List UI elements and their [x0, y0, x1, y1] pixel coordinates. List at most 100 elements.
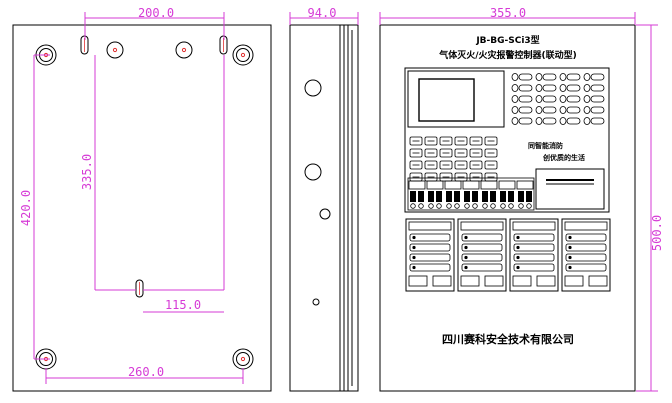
module-indicator-led [516, 255, 520, 260]
indicator-button [559, 95, 567, 103]
indicator-button [559, 73, 567, 81]
indicator-button [535, 84, 543, 92]
dim-text-bottom-offset: 115.0 [165, 298, 201, 312]
terminal-screw [410, 203, 416, 209]
module-switch-row [461, 233, 503, 242]
terminal-screw [500, 203, 506, 209]
terminal-connector [464, 191, 470, 202]
indicator-button [511, 106, 519, 114]
terminal-screw [464, 203, 470, 209]
indicator-button [583, 73, 591, 81]
indicator-label-slot [542, 73, 557, 81]
linkage-module [561, 218, 611, 292]
terminal-connector [436, 191, 442, 202]
terminal-header [516, 180, 534, 190]
indicator-label-slot [566, 95, 581, 103]
terminal-connector [490, 191, 496, 202]
keypad-key [454, 160, 468, 170]
back-view-bolts [35, 41, 254, 370]
indicator-label-slot [590, 95, 605, 103]
terminal-screw [508, 203, 514, 209]
terminal-connector [482, 191, 488, 202]
module-indicator-led [568, 265, 572, 270]
module-button-left [408, 275, 428, 287]
back-view-outline [12, 24, 272, 392]
module-indicator-led [464, 265, 468, 270]
module-button-right [536, 275, 556, 287]
dim-text-inner-height: 335.0 [80, 154, 94, 190]
indicator-label-slot [542, 106, 557, 114]
module-indicator-led [464, 245, 468, 250]
keypad-key [439, 148, 453, 158]
keypad-key [424, 160, 438, 170]
keypad-key [409, 136, 423, 146]
indicator-button [535, 106, 543, 114]
indicator-label-slot [542, 95, 557, 103]
dim-text-front-height: 500.0 [650, 215, 664, 251]
terminal-screw [490, 203, 496, 209]
module-indicator-led [412, 235, 416, 240]
terminal-header [498, 180, 516, 190]
module-label-bar [408, 221, 452, 231]
terminal-screw [446, 203, 452, 209]
terminal-frame [407, 177, 535, 211]
indicator-button [583, 106, 591, 114]
module-switch-row [513, 243, 555, 252]
indicator-label-slot [590, 106, 605, 114]
indicator-button [535, 117, 543, 125]
front-view [379, 24, 636, 392]
printer-housing [535, 168, 605, 210]
module-label-bar [512, 221, 556, 231]
dim-text-side-depth: 94.0 [308, 6, 337, 20]
module-switch-row [565, 233, 607, 242]
module-indicator-led [412, 265, 416, 270]
back-view [12, 24, 272, 392]
indicator-label-slot [518, 95, 533, 103]
module-switch-row [513, 253, 555, 262]
side-knockout-1 [304, 79, 322, 97]
module-indicator-led [568, 235, 572, 240]
module-indicator-led [516, 235, 520, 240]
module-indicator-led [568, 255, 572, 260]
keypad-key [454, 148, 468, 158]
indicator-button [511, 95, 519, 103]
hole-top-inner-left [106, 41, 124, 59]
panel-title-label: 气体灭火/火灾报警控制器(联动型) [438, 49, 577, 61]
indicator-button [583, 95, 591, 103]
module-switch-row [409, 253, 451, 262]
terminal-connector [418, 191, 424, 202]
indicator-label-slot [566, 106, 581, 114]
indicator-button [559, 117, 567, 125]
keypad-key [424, 136, 438, 146]
terminal-screw [436, 203, 442, 209]
module-indicator-led [464, 235, 468, 240]
keypad-key [469, 136, 483, 146]
module-indicator-led [516, 245, 520, 250]
module-switch-row [513, 263, 555, 272]
terminal-header [444, 180, 462, 190]
indicator-button [559, 84, 567, 92]
keypad-key [424, 148, 438, 158]
side-view [289, 24, 359, 392]
terminal-connector [410, 191, 416, 202]
indicator-label-slot [542, 117, 557, 125]
indicator-label-slot [518, 106, 533, 114]
keypad-key [469, 148, 483, 158]
terminal-connector [472, 191, 478, 202]
indicator-label-slot [518, 73, 533, 81]
module-switch-row [461, 253, 503, 262]
indicator-label-slot [566, 84, 581, 92]
printer [535, 168, 605, 210]
company-name: 四川赛科安全技术有限公司 [442, 332, 574, 346]
side-knockout-2 [304, 163, 322, 181]
indicator-label-slot [518, 117, 533, 125]
terminal-header [462, 180, 480, 190]
terminal-screw [472, 203, 478, 209]
side-view-dimensions [289, 12, 359, 25]
terminal-header [480, 180, 498, 190]
indicator-label-slot [590, 84, 605, 92]
module-label-bar [460, 221, 504, 231]
dim-text-bottom-width: 260.0 [128, 365, 164, 379]
keypad-key [409, 160, 423, 170]
